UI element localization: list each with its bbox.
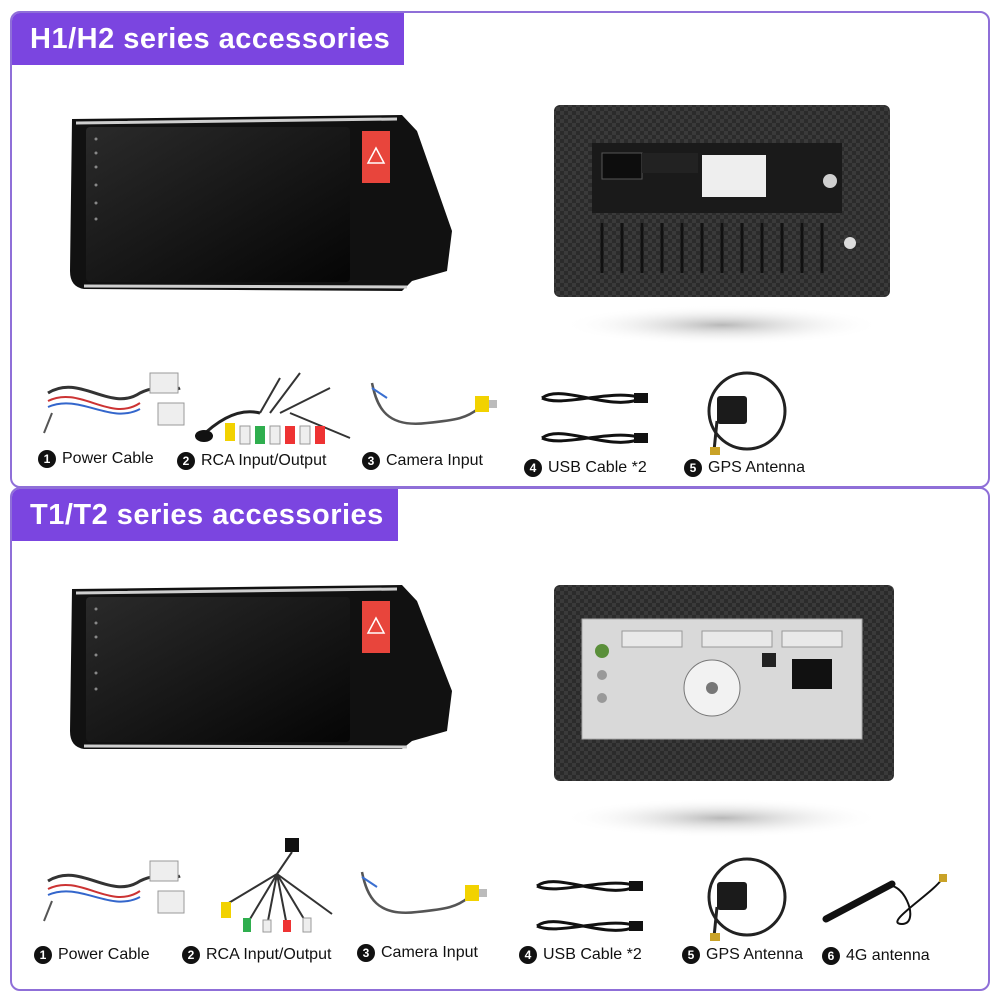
4g-antenna-icon [822,874,952,934]
accessory-label-camera: 3 Camera Input [357,944,478,962]
section-t1t2: T1/T2 series accessories [10,487,990,991]
section-h1h2: H1/H2 series accessories [10,11,990,488]
head-unit-front-image [62,111,462,311]
rca-cable-icon [207,834,347,934]
rca-cable-icon [190,368,360,448]
gps-antenna-icon [692,371,802,461]
section-title: T1/T2 series accessories [12,489,398,541]
camera-input-cable-icon [357,867,497,927]
accessory-label-gps: 5 GPS Antenna [684,459,805,477]
head-unit-back-image [552,583,897,843]
accessory-label-power-cable: 1 Power Cable [38,450,154,468]
accessory-label-4g: 6 4G antenna [822,947,930,965]
head-unit-front-image [62,581,462,766]
power-cable-harness-icon [40,851,190,931]
usb-cable-icon [527,871,647,941]
accessory-label-camera: 3 Camera Input [362,452,483,470]
accessory-label-rca: 2 RCA Input/Output [177,452,326,470]
power-cable-harness-icon [40,363,190,443]
accessory-label-gps: 5 GPS Antenna [682,946,803,964]
accessory-label-rca: 2 RCA Input/Output [182,946,331,964]
section-title: H1/H2 series accessories [12,13,405,65]
gps-antenna-icon [692,857,802,947]
accessory-label-power-cable: 1 Power Cable [34,946,150,964]
accessory-label-usb: 4 USB Cable *2 [519,946,642,964]
usb-cable-icon [532,383,652,453]
head-unit-back-image [552,103,897,353]
accessory-label-usb: 4 USB Cable *2 [524,459,647,477]
camera-input-cable-icon [367,378,507,438]
